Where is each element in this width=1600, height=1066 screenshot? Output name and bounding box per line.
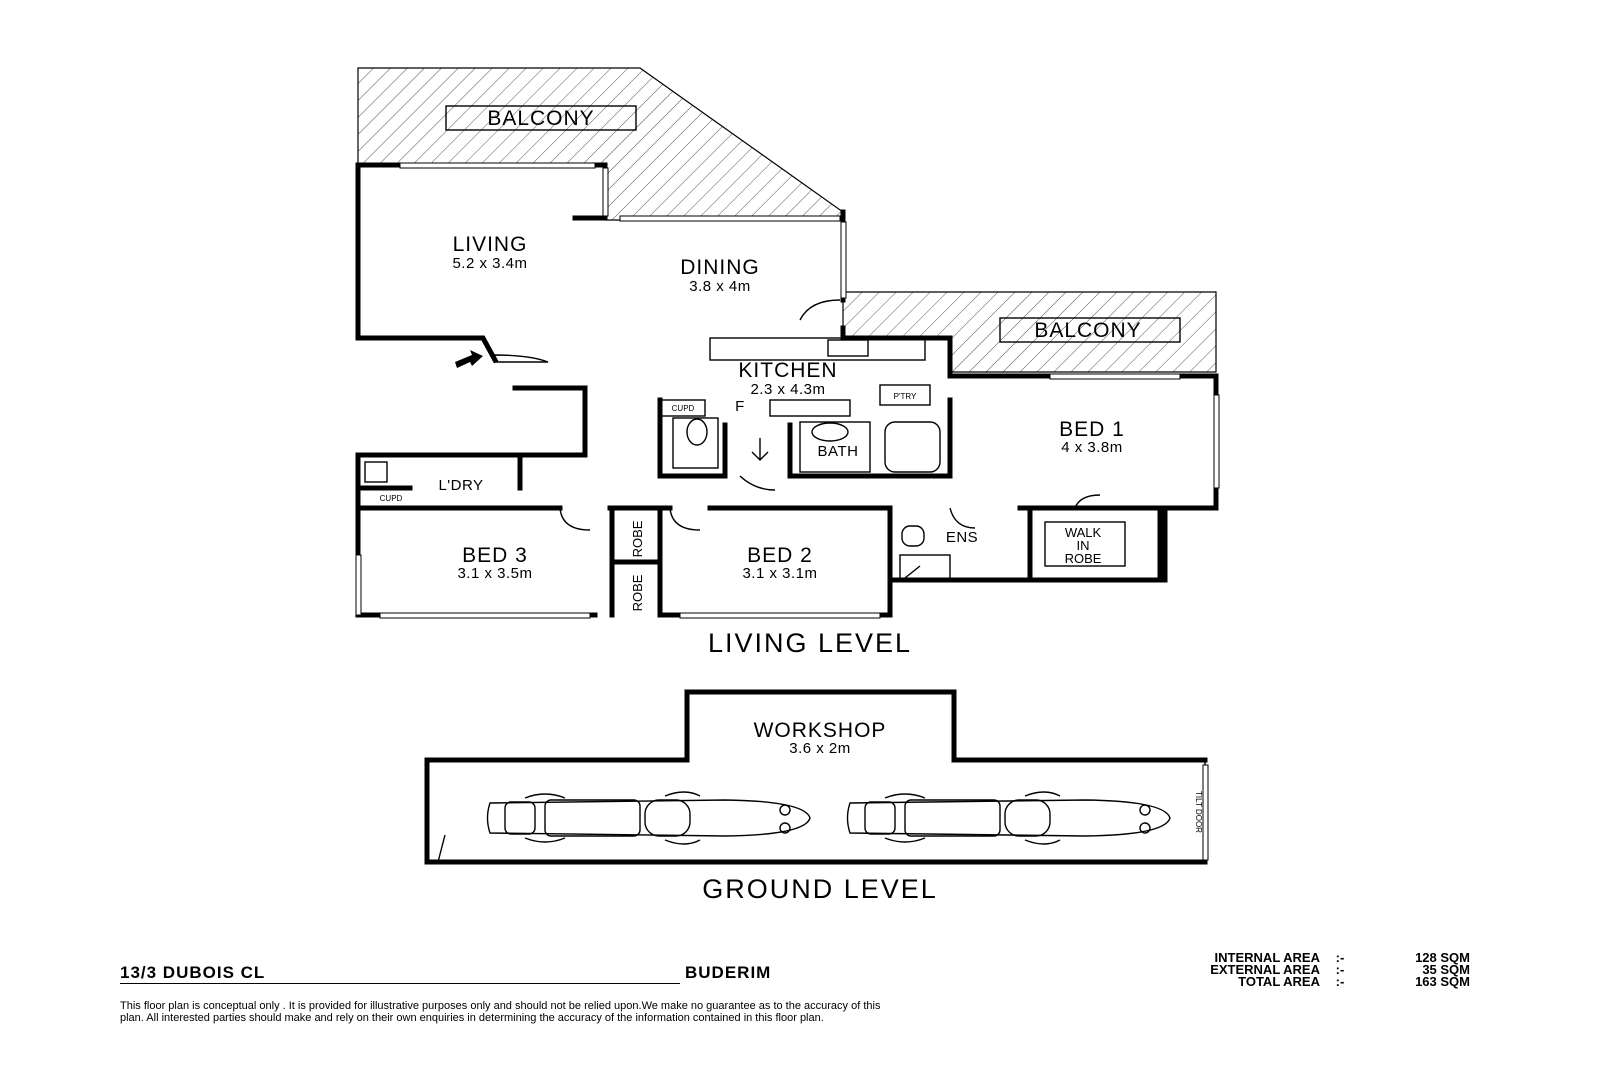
pantry-label: P'TRY: [894, 392, 917, 401]
robe-lower-label: ROBE: [630, 574, 645, 611]
area-label: EXTERNAL AREA: [1210, 962, 1320, 977]
balcony-top-area: [357, 67, 844, 221]
wir-label-2: IN: [1077, 538, 1090, 553]
area-value: 35 SQM: [1422, 962, 1470, 977]
bed1-size: 4 x 3.8m: [1061, 439, 1123, 456]
living-size: 5.2 x 3.4m: [452, 255, 527, 272]
bed2-size: 3.1 x 3.1m: [742, 565, 817, 582]
door-swings: [494, 299, 1101, 531]
workshop-size: 3.6 x 2m: [789, 740, 851, 757]
area-row-internal: INTERNAL AREA :- 128 SQM: [1120, 950, 1490, 965]
address-label: 13/3 DUBOIS CL: [120, 963, 680, 984]
area-sep: :-: [1335, 974, 1345, 989]
area-row-total: TOTAL AREA :- 163 SQM: [1120, 974, 1490, 989]
living-level-title: LIVING LEVEL: [708, 628, 912, 658]
bed1-label: BED 1: [1059, 418, 1125, 441]
kitchen-label: KITCHEN: [738, 359, 837, 382]
ensuite-label: ENS: [946, 529, 978, 546]
laundry-label: L'DRY: [438, 477, 483, 494]
area-value: 128 SQM: [1415, 950, 1470, 965]
area-row-external: EXTERNAL AREA :- 35 SQM: [1120, 962, 1490, 977]
kitchen-size: 2.3 x 4.3m: [750, 381, 825, 398]
balcony-right-label: BALCONY: [1034, 319, 1141, 342]
wir-label-3: ROBE: [1065, 551, 1102, 566]
cupd-laundry-label: CUPD: [380, 494, 403, 503]
dining-size: 3.8 x 4m: [689, 278, 751, 295]
windows: [355, 162, 1220, 619]
wir-label-1: WALK: [1065, 525, 1102, 540]
area-sep: :-: [1335, 962, 1345, 977]
entry-arrow-icon: [455, 350, 483, 368]
area-label: INTERNAL AREA: [1214, 950, 1320, 965]
bed3-size: 3.1 x 3.5m: [457, 565, 532, 582]
dining-label: DINING: [680, 256, 760, 279]
ground-level-title: GROUND LEVEL: [702, 874, 938, 904]
balcony-top-label: BALCONY: [487, 107, 594, 130]
bed3-label: BED 3: [462, 544, 528, 567]
kitchen-fittings: [364, 337, 951, 581]
ground-level-walls: [424, 689, 1209, 865]
car-right-icon: [846, 791, 1171, 845]
bed2-label: BED 2: [747, 544, 813, 567]
area-summary: INTERNAL AREA :- 128 SQM EXTERNAL AREA :…: [1120, 950, 1490, 989]
disclaimer-line-2: plan. All interested parties should make…: [120, 1012, 824, 1024]
disclaimer-line-1: This floor plan is conceptual only . It …: [120, 1000, 881, 1012]
area-value: 163 SQM: [1415, 974, 1470, 989]
area-label: TOTAL AREA: [1238, 974, 1320, 989]
fridge-label: F: [735, 398, 745, 415]
cupd-kitchen-label: CUPD: [672, 404, 695, 413]
car-left-icon: [486, 791, 811, 845]
tilt-door-label: TILT DOOR: [1194, 791, 1203, 833]
robe-upper-label: ROBE: [630, 520, 645, 557]
workshop-label: WORKSHOP: [754, 719, 887, 742]
suburb-label: BUDERIM: [685, 963, 772, 982]
bath-label: BATH: [818, 443, 859, 460]
living-label: LIVING: [453, 233, 528, 256]
area-sep: :-: [1335, 950, 1345, 965]
